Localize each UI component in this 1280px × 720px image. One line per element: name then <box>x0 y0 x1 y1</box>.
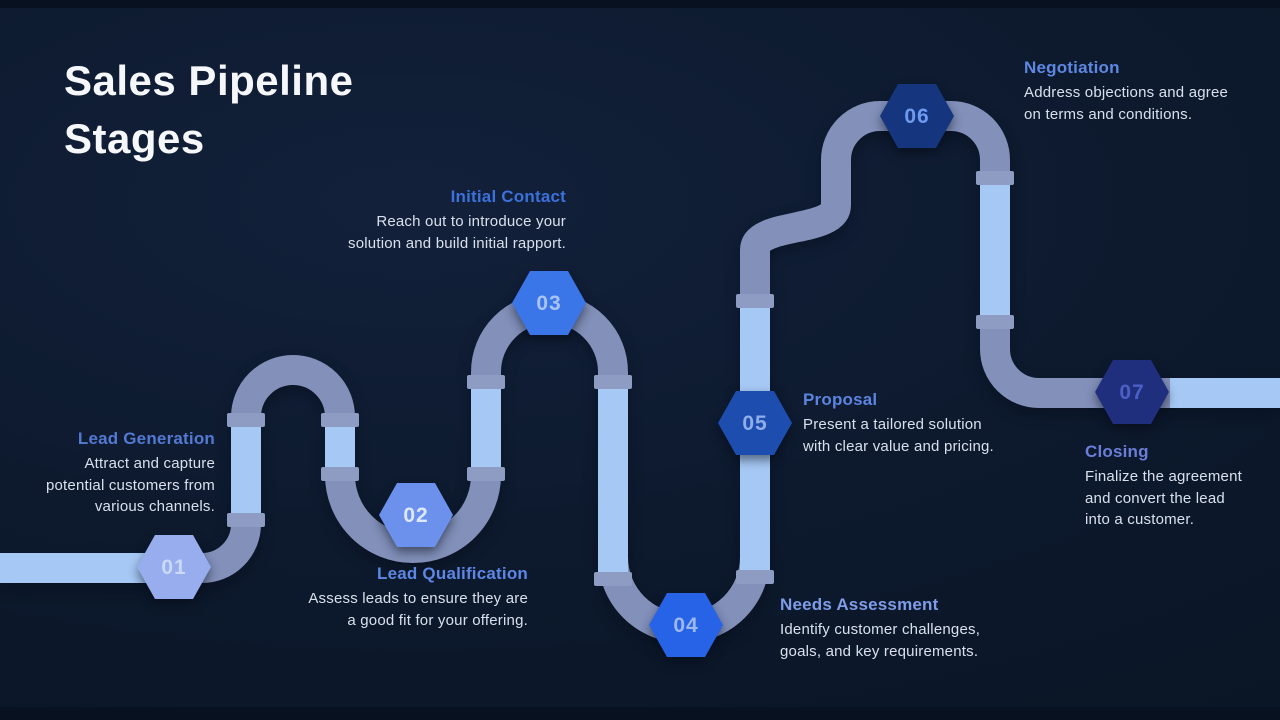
stage-2-desc-line: a good fit for your offering. <box>347 611 528 629</box>
stage-5-desc-line: Present a tailored solution <box>803 416 982 433</box>
stage-2-hexagon-shape <box>379 483 453 547</box>
stage-7-text: Closing Finalize the agreement and conve… <box>1085 442 1280 531</box>
stage-2-desc-line: Assess leads to ensure they are <box>308 590 528 607</box>
stage-1-desc-line: Attract and capture <box>84 455 215 472</box>
stage-3-hexagon-shape <box>512 271 586 335</box>
pipe-collar <box>736 294 774 308</box>
slide-frame-top <box>0 0 1280 8</box>
stage-6-desc-line: Address objections and agree <box>1024 84 1229 101</box>
pipe-collar <box>976 315 1014 329</box>
stage-5-text: Proposal Present a tailored solution wit… <box>803 390 1143 457</box>
stage-1-text: Lead Generation Attract and capture pote… <box>0 429 215 518</box>
stage-3-text: Initial Contact Reach out to introduce y… <box>226 187 566 254</box>
stage-6-hexagon-shape <box>880 84 954 148</box>
stage-3-hexagon: 03 <box>512 271 586 335</box>
stage-6-hexagon: 06 <box>880 84 954 148</box>
pipe-collar <box>321 467 359 481</box>
pipe-collar <box>467 467 505 481</box>
stage-3-heading: Initial Contact <box>450 187 566 206</box>
slide-frame-bottom <box>0 707 1280 720</box>
stage-2-text: Lead Qualification Assess leads to ensur… <box>188 564 528 631</box>
stage-2-heading: Lead Qualification <box>377 564 528 583</box>
stage-4-desc-line: Identify customer challenges, <box>780 621 981 638</box>
title-line-1: Sales Pipeline <box>64 57 354 104</box>
stage-5-number: 05 <box>742 412 767 435</box>
stage-4-heading: Needs Assessment <box>780 595 939 614</box>
pipe-collar <box>736 570 774 584</box>
stage-1-desc-line: various channels. <box>94 498 215 516</box>
stage-7-desc-line: into a customer. <box>1085 511 1195 529</box>
pipe-collar <box>227 513 265 527</box>
stage-7-hexagon: 07 <box>1095 360 1169 424</box>
stage-2-hexagon: 02 <box>379 483 453 547</box>
stage-5-hexagon-shape <box>718 391 792 455</box>
stage-4-text: Needs Assessment Identify customer chall… <box>780 595 1120 662</box>
pipe-collar <box>976 171 1014 185</box>
stage-6-number: 06 <box>904 105 929 128</box>
title-line-2: Stages <box>64 115 205 162</box>
stage-6-text: Negotiation Address objections and agree… <box>1024 58 1280 125</box>
stage-1-desc-line: potential customers from <box>45 476 215 494</box>
stage-7-number: 07 <box>1119 381 1144 404</box>
pipe-joint-collars <box>227 171 1014 586</box>
pipe-collar <box>467 375 505 389</box>
stage-1-hexagon-shape <box>137 535 211 599</box>
stage-1-heading: Lead Generation <box>77 429 215 448</box>
stage-1-hexagon: 01 <box>137 535 211 599</box>
pipe-collar <box>594 572 632 586</box>
stage-7-hexagon-shape <box>1095 360 1169 424</box>
pipe-collar <box>227 413 265 427</box>
stage-2-number: 02 <box>403 504 428 527</box>
stage-3-number: 03 <box>536 292 561 315</box>
stage-4-hexagon: 04 <box>649 593 723 657</box>
stage-7-heading: Closing <box>1085 442 1149 461</box>
slide-title: Sales Pipeline Stages <box>64 52 353 168</box>
pipe-curved-path <box>0 101 1280 643</box>
stage-5-heading: Proposal <box>803 390 878 409</box>
stage-1-number: 01 <box>161 556 186 579</box>
stage-6-desc-line: on terms and conditions. <box>1024 105 1193 123</box>
stage-7-desc-line: and convert the lead <box>1085 489 1225 507</box>
stage-4-desc-line: goals, and key requirements. <box>780 642 979 660</box>
stage-4-number: 04 <box>673 614 698 637</box>
pipe-collar <box>321 413 359 427</box>
pipe-collar <box>594 375 632 389</box>
stage-3-desc-line: solution and build initial rapport. <box>348 234 566 252</box>
stage-3-desc-line: Reach out to introduce your <box>376 213 566 230</box>
stage-5-hexagon: 05 <box>718 391 792 455</box>
stage-6-heading: Negotiation <box>1024 58 1120 77</box>
stage-5-desc-line: with clear value and pricing. <box>803 437 994 455</box>
stage-7-desc-line: Finalize the agreement <box>1085 468 1242 485</box>
stage-4-hexagon-shape <box>649 593 723 657</box>
